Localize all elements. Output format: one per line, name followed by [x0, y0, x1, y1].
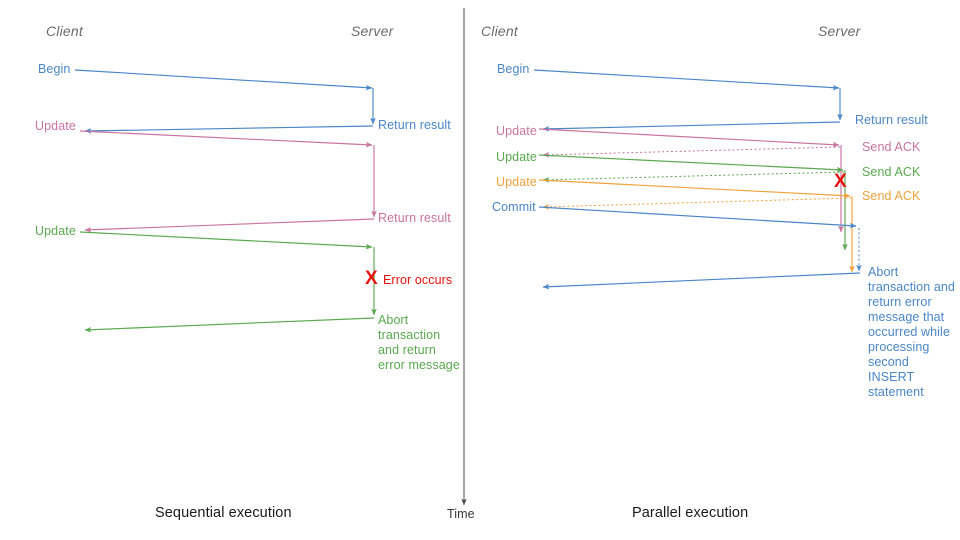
parallel-client-label-update-3: Update — [496, 175, 537, 189]
sequential-arrow-update-1 — [79, 130, 373, 148]
parallel-caption: Parallel execution — [632, 505, 749, 521]
sequential-server-label-return-result-1: Return result — [378, 118, 451, 132]
sequential-server-header: Server — [351, 23, 394, 39]
parallel-arrow-ack-3 — [542, 197, 852, 210]
sequential-client-label-update-1: Update — [35, 119, 76, 133]
time-axis-label: Time — [447, 507, 475, 521]
parallel-arrow-commit — [538, 206, 857, 229]
parallel-server-label-send-ack-2: Send ACK — [862, 165, 921, 179]
parallel-client-label-update-2: Update — [496, 150, 537, 164]
parallel-arrow-ack-2 — [542, 171, 845, 183]
sequential-client-header: Client — [46, 23, 83, 39]
parallel-arrow-ack-1 — [542, 146, 841, 158]
sequential-arrow-begin-request — [74, 69, 373, 91]
sequential-server-label-return-result-2: Return result — [378, 211, 451, 225]
parallel-client-label-begin: Begin — [497, 62, 530, 76]
sequential-server-label-abort-message: Abort transaction and return error messa… — [378, 313, 460, 372]
parallel-arrow-update-1 — [538, 128, 840, 148]
parallel-error-x-mark: X — [834, 171, 847, 192]
sequential-arrow-return-result-1 — [84, 125, 374, 134]
sequential-client-label-begin: Begin — [38, 62, 71, 76]
sequential-client-label-update-2: Update — [35, 224, 76, 238]
sequential-arrow-abort-return — [84, 317, 375, 333]
parallel-client-header: Client — [481, 23, 518, 39]
sequential-arrow-return-result-2 — [84, 218, 375, 233]
parallel-client-label-commit: Commit — [492, 200, 536, 214]
parallel-arrow-begin-request — [533, 69, 840, 91]
sequential-arrow-update-2 — [79, 231, 373, 250]
parallel-server-label-send-ack-1: Send ACK — [862, 140, 921, 154]
parallel-server-header: Server — [818, 23, 861, 39]
parallel-client-label-update-1: Update — [496, 124, 537, 138]
sequential-server-label-error-occurs: Error occurs — [383, 273, 453, 287]
parallel-arrow-abort-return — [542, 272, 861, 290]
sequential-error-x-mark: X — [365, 268, 378, 289]
parallel-server-label-send-ack-3: Send ACK — [862, 189, 921, 203]
parallel-arrow-update-3 — [538, 179, 851, 199]
parallel-server-label-abort-message: Abort transaction and return error messa… — [868, 265, 955, 399]
parallel-arrow-return-result — [542, 121, 841, 132]
parallel-arrow-update-2 — [538, 154, 844, 173]
parallel-server-label-return-result: Return result — [855, 113, 928, 127]
sequential-caption: Sequential execution — [155, 505, 292, 521]
